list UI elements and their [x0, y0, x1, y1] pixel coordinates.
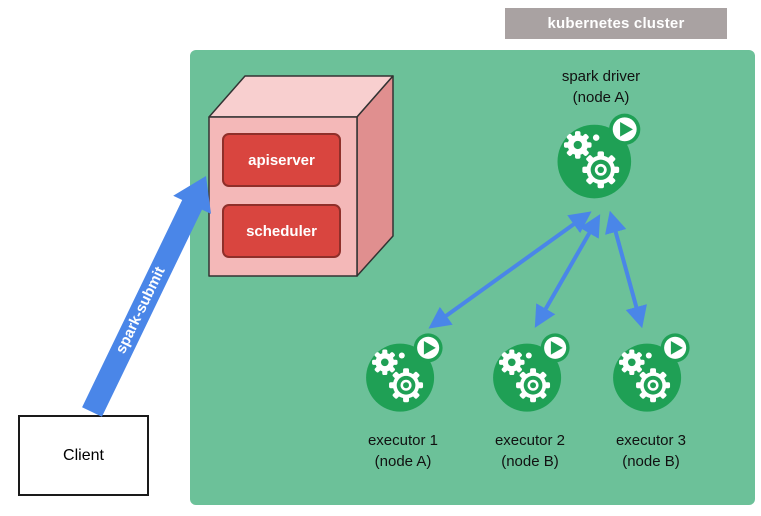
client-box: Client	[18, 415, 149, 496]
executor-2-label: executor 2 (node B)	[460, 430, 600, 472]
executor-2-name: executor 2	[494, 432, 566, 449]
spark-driver-name: spark driver	[561, 68, 641, 85]
spark-driver-icon	[552, 110, 644, 202]
executor-1-label: executor 1 (node A)	[333, 430, 473, 472]
executor-2-icon	[488, 330, 573, 415]
executor-3-name: executor 3	[615, 432, 687, 449]
executor-2-node: (node B)	[501, 453, 559, 470]
spark-driver-label: spark driver (node A)	[531, 66, 671, 108]
executor-1-icon	[361, 330, 446, 415]
spark-submit-label: spark-submit	[112, 264, 168, 356]
apiserver-box: apiserver	[222, 133, 341, 187]
kubernetes-cluster-label: kubernetes cluster	[505, 8, 727, 39]
scheduler-box: scheduler	[222, 204, 341, 258]
executor-3-node: (node B)	[622, 453, 680, 470]
executor-3-icon	[608, 330, 693, 415]
executor-3-label: executor 3 (node B)	[581, 430, 721, 472]
executor-1-name: executor 1	[367, 432, 439, 449]
spark-driver-node: (node A)	[572, 89, 630, 106]
executor-1-node: (node A)	[374, 453, 432, 470]
